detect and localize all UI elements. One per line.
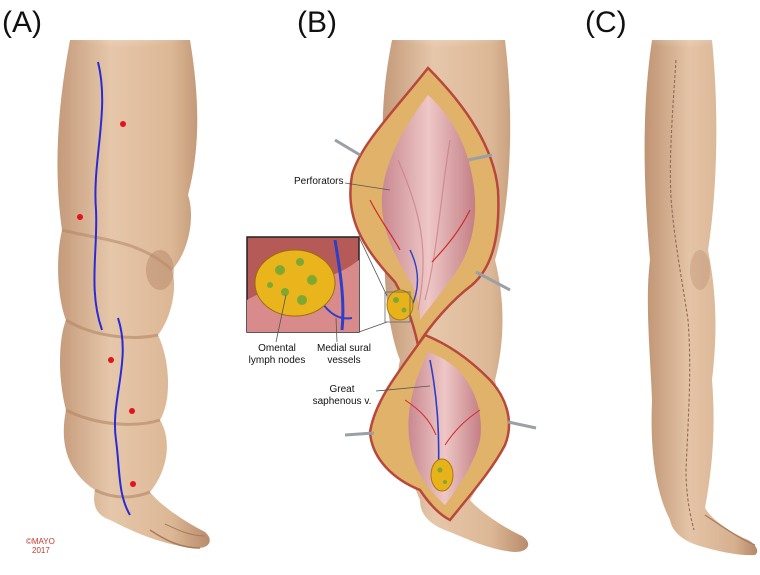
retractor-hook-icon xyxy=(334,138,537,437)
callout-great-saphenous-vein: Great saphenous v. xyxy=(306,384,378,407)
leg-a-silhouette xyxy=(57,40,210,549)
panel-label-c: (C) xyxy=(585,6,627,39)
callout-sural-line1: Medial sural xyxy=(317,343,371,354)
lower-flap-muscle xyxy=(408,352,481,505)
lymph-node-lower xyxy=(430,458,454,492)
callout-saphenous-line2: saphenous v. xyxy=(312,395,372,407)
leg-c xyxy=(610,0,760,556)
marker-dot xyxy=(129,408,135,414)
vein-line-a-lower xyxy=(114,317,131,516)
callout-saphenous-line1: Great xyxy=(329,384,355,395)
callout-perforators: Perforators xyxy=(294,176,344,187)
scar-line xyxy=(669,59,695,531)
callout-omental-line1: Omental xyxy=(258,343,296,354)
callout-sural-line2: vessels xyxy=(327,354,361,366)
leg-b xyxy=(246,0,540,552)
marker-dot xyxy=(77,214,83,220)
inset-lymph-node xyxy=(254,249,336,317)
lymph-node-upper xyxy=(386,289,414,321)
leg-a xyxy=(40,0,220,549)
upper-flap-muscle xyxy=(381,95,476,320)
copyright-line2: 2017 xyxy=(32,545,50,555)
copyright-notice: ©MAYO 2017 xyxy=(26,537,55,556)
marker-dot xyxy=(108,357,114,363)
leg-c-silhouette xyxy=(644,40,758,556)
panel-label-b: (B) xyxy=(297,6,337,39)
copyright-line1: ©MAYO xyxy=(26,537,55,546)
marker-dot xyxy=(130,481,136,487)
callout-omental-lymph-nodes: Omental lymph nodes xyxy=(242,343,312,366)
callout-medial-sural-vessels: Medial sural vessels xyxy=(308,343,380,366)
vein-line-a-upper xyxy=(93,61,104,331)
marker-dot xyxy=(120,121,126,127)
panel-label-a: (A) xyxy=(2,6,42,39)
callout-omental-line2: lymph nodes xyxy=(248,354,306,366)
